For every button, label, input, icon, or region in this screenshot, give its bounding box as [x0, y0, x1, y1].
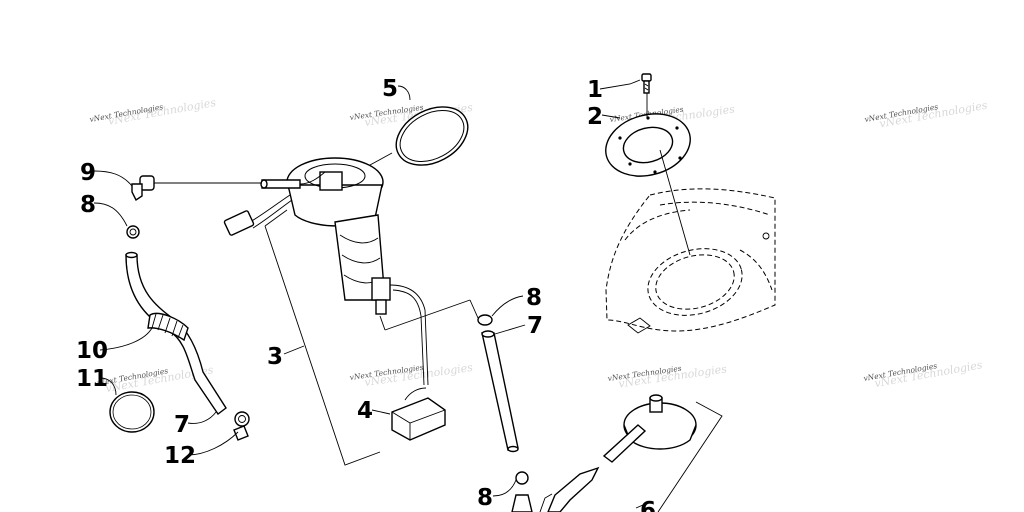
callout-8-center: 8	[526, 285, 542, 311]
callout-3: 3	[267, 344, 283, 370]
watermark-1: vNext Technologies vNext Technologies	[89, 96, 217, 128]
watermark-7: vNext Technologies vNext Technologies	[607, 362, 728, 390]
part-mounting-plate	[605, 93, 691, 256]
callout-4: 4	[357, 398, 373, 424]
watermark-8: vNext Technologies vNext Technologies	[863, 358, 984, 390]
part-clamp-upper	[126, 225, 140, 239]
part-band-clamp	[109, 391, 155, 433]
callout-5: 5	[382, 76, 398, 102]
part-center-hose	[481, 330, 519, 453]
fuel-tank-outline	[605, 188, 776, 334]
callout-12: 12	[164, 443, 196, 469]
part-fuel-sender-float	[391, 387, 446, 441]
callout-7-left: 7	[174, 412, 190, 438]
callout-9: 9	[80, 160, 96, 186]
part-screw	[641, 73, 652, 94]
part-clamp-center-upper	[477, 314, 493, 326]
part-clamp-center-lower	[511, 471, 533, 512]
part-fuel-pickup-assembly	[539, 394, 723, 512]
callout-labels: 1 2 3 4 5 6 7 7 8 8 8 9 10 11 12	[76, 76, 656, 512]
callout-10: 10	[76, 338, 108, 364]
callout-1: 1	[587, 77, 603, 103]
callout-6: 6	[640, 498, 656, 512]
part-o-ring	[369, 106, 469, 166]
part-spring-guard	[147, 312, 189, 342]
watermarks: vNext Technologies vNext Technologies vN…	[89, 96, 989, 395]
part-fuel-pump-assembly	[223, 157, 479, 386]
callout-2: 2	[587, 104, 603, 130]
leader-lines	[93, 79, 651, 509]
bracket-pump-assembly	[264, 209, 381, 466]
callout-8-lower: 8	[477, 485, 493, 511]
callout-11: 11	[76, 366, 108, 392]
callout-7-center: 7	[527, 313, 543, 339]
part-elbow-fitting	[131, 175, 262, 202]
watermark-6: vNext Technologies vNext Technologies	[349, 361, 474, 389]
part-hose-clamp	[233, 411, 250, 441]
watermark-4: vNext Technologies vNext Technologies	[864, 99, 989, 131]
callout-8-upper-left: 8	[80, 192, 96, 218]
